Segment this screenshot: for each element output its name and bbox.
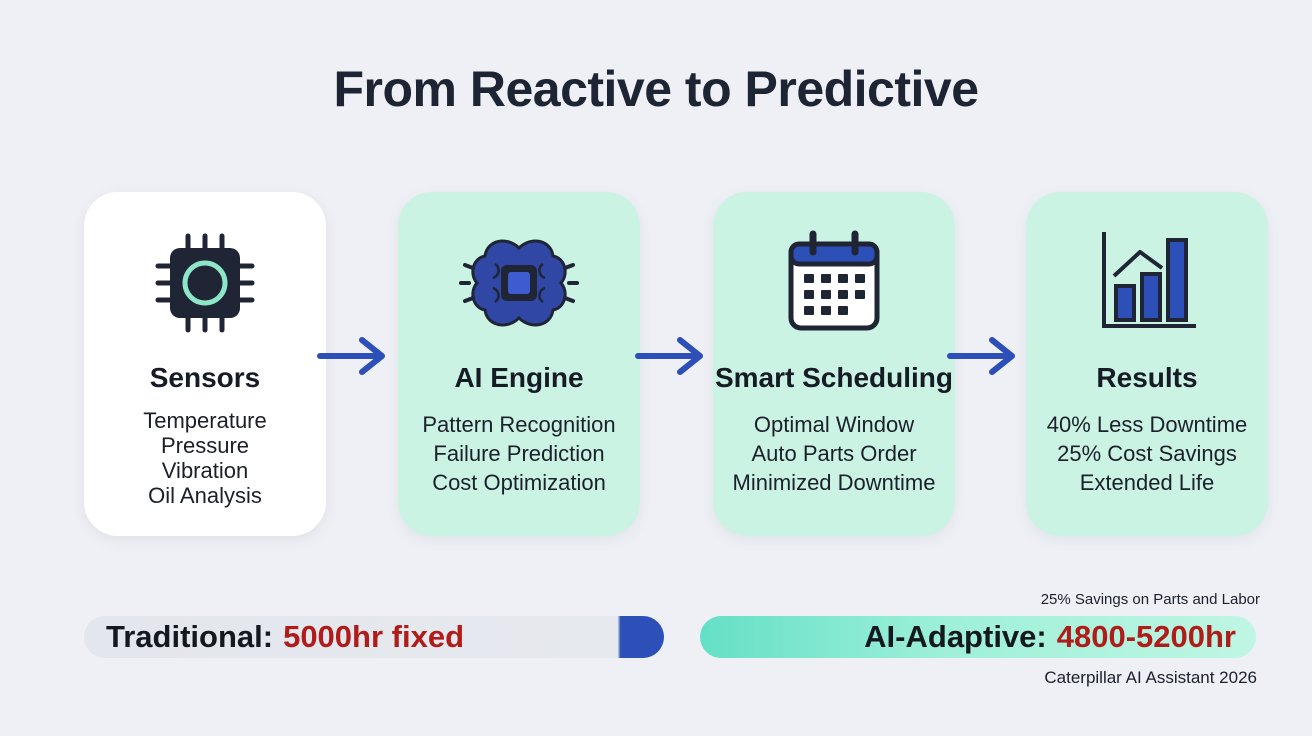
arrow-right-icon bbox=[947, 337, 1015, 375]
traditional-label: Traditional: bbox=[106, 619, 274, 654]
card-line: Auto Parts Order bbox=[751, 441, 917, 466]
card-line: Failure Prediction bbox=[433, 441, 605, 466]
card-lines: Optimal Window Auto Parts Order Minimize… bbox=[713, 410, 955, 497]
card-line: 25% Cost Savings bbox=[1057, 441, 1237, 466]
savings-note: 25% Savings on Parts and Labor bbox=[1040, 591, 1260, 608]
ai-engine-card: AI Engine Pattern Recognition Failure Pr… bbox=[398, 192, 640, 536]
ai-adaptive-bar: AI-Adaptive: 4800-5200hr bbox=[700, 616, 1256, 658]
arrow-right-icon bbox=[635, 337, 703, 375]
card-line: Minimized Downtime bbox=[732, 470, 936, 495]
ai-adaptive-label: AI-Adaptive: bbox=[864, 619, 1047, 654]
traditional-bar: Traditional: 5000hr fixed bbox=[84, 616, 664, 658]
bar-chart-icon bbox=[1026, 228, 1268, 338]
card-lines: 40% Less Downtime 25% Cost Savings Exten… bbox=[1026, 410, 1268, 497]
page-title: From Reactive to Predictive bbox=[333, 61, 979, 117]
smart-scheduling-card: Smart Scheduling Optimal Window Auto Par… bbox=[713, 192, 955, 536]
card-line: Extended Life bbox=[1079, 470, 1215, 495]
card-line: Cost Optimization bbox=[432, 470, 606, 495]
calendar-icon bbox=[713, 228, 955, 338]
card-line: Pattern Recognition bbox=[422, 412, 616, 437]
card-line: Pressure bbox=[160, 433, 250, 458]
card-title: Results bbox=[1096, 362, 1198, 393]
card-title: AI Engine bbox=[454, 362, 584, 393]
sensors-card: Sensors Temperature Pressure Vibration O… bbox=[84, 192, 326, 536]
source-note: Caterpillar AI Assistant 2026 bbox=[1044, 668, 1257, 687]
arrow-right-icon bbox=[317, 337, 385, 375]
results-card: Results 40% Less Downtime 25% Cost Savin… bbox=[1026, 192, 1268, 536]
card-line: Optimal Window bbox=[753, 412, 915, 437]
traditional-value: 5000hr fixed bbox=[283, 619, 465, 654]
card-line: Temperature bbox=[143, 408, 267, 433]
card-title: Sensors bbox=[149, 362, 261, 393]
card-line: Vibration bbox=[161, 458, 249, 483]
card-line: 40% Less Downtime bbox=[1046, 412, 1248, 437]
card-lines: Temperature Pressure Vibration Oil Analy… bbox=[84, 408, 326, 508]
chip-icon bbox=[84, 228, 326, 338]
card-lines: Pattern Recognition Failure Prediction C… bbox=[398, 410, 640, 497]
card-line: Oil Analysis bbox=[148, 483, 262, 508]
ai-adaptive-value: 4800-5200hr bbox=[1056, 619, 1236, 654]
card-title: Smart Scheduling bbox=[714, 362, 954, 393]
brain-chip-icon bbox=[398, 228, 640, 338]
